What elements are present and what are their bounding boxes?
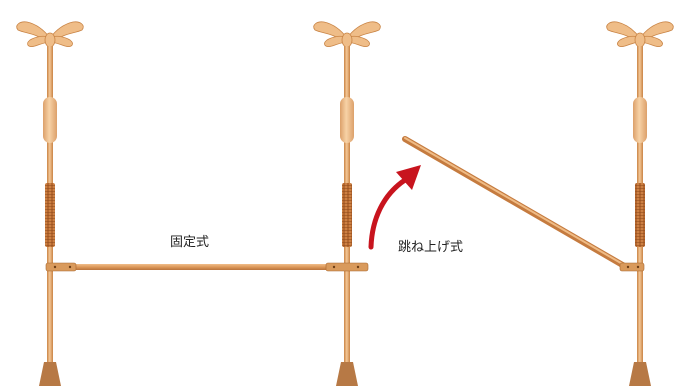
top-bracket-icon	[313, 21, 381, 48]
flip-up-arrow-icon	[368, 165, 421, 250]
upper-grip	[340, 97, 354, 143]
flip-up-type-label: 跳ね上げ式	[398, 240, 464, 255]
striped-grip	[342, 183, 352, 247]
striped-grip	[45, 183, 55, 247]
top-bracket-icon	[16, 21, 84, 48]
pole-foot	[39, 362, 61, 386]
fixed-type-label: 固定式	[170, 235, 210, 250]
upper-grip	[633, 97, 647, 143]
handrail-pole-right	[606, 21, 674, 386]
bar-bracket-left	[45, 262, 77, 272]
pole-foot	[336, 362, 358, 386]
bar-bracket-right	[325, 262, 369, 272]
top-bracket-icon	[606, 21, 674, 48]
hinge-bracket	[619, 262, 645, 272]
pole-foot	[629, 362, 651, 386]
fixed-crossbar	[45, 262, 369, 272]
handrail-pole-left	[16, 21, 84, 386]
striped-grip	[635, 183, 645, 247]
flip-up-crossbar	[402, 136, 645, 272]
upper-grip	[43, 97, 57, 143]
handrail-pole-middle	[313, 21, 381, 386]
